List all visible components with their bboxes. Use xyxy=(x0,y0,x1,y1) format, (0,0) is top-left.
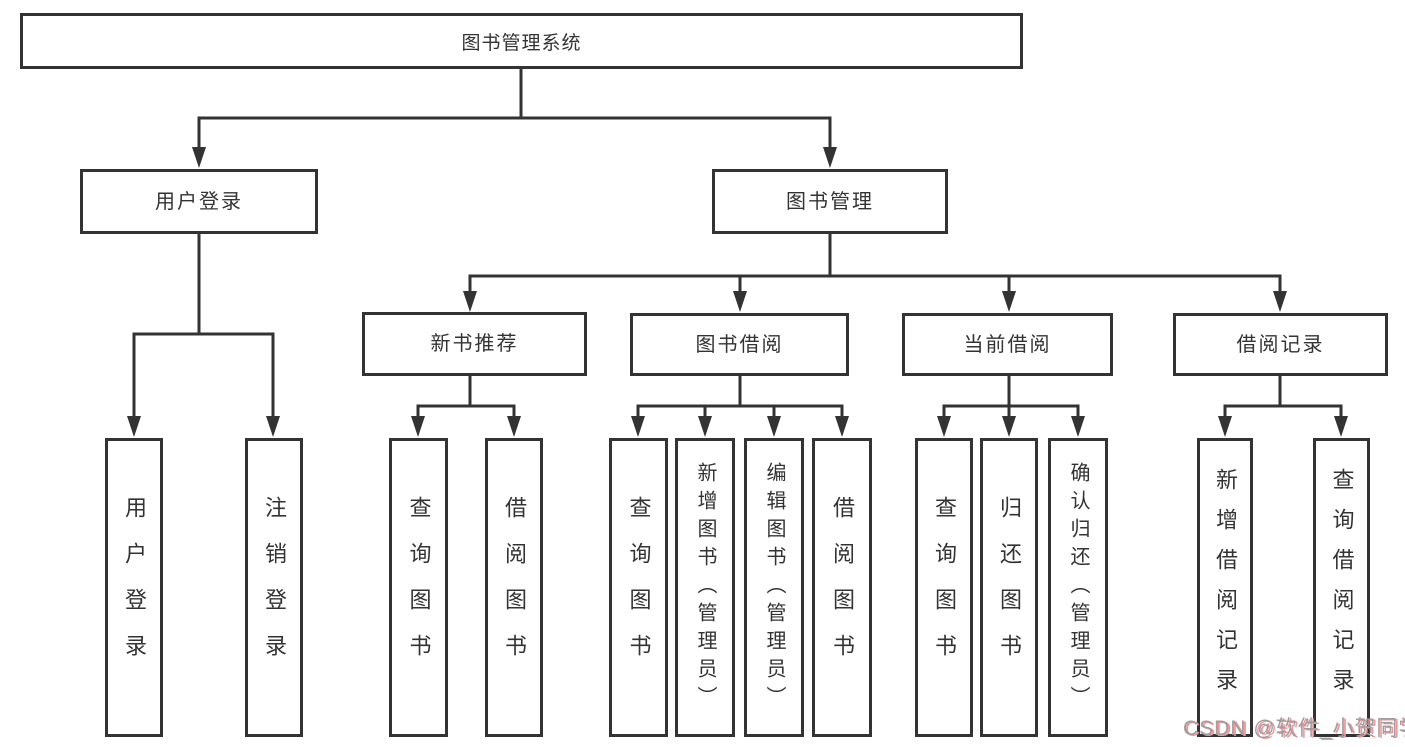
leaf-return-books: 归还图书 xyxy=(980,438,1038,737)
leaf-borrow-books-borrowing: 借阅图书 xyxy=(812,438,872,737)
leaf-logout: 注销登录 xyxy=(245,438,303,737)
node-user-login: 用户登录 xyxy=(80,169,318,234)
leaf-query-books-borrowing: 查询图书 xyxy=(609,438,668,737)
node-new-book-recommend: 新书推荐 xyxy=(362,312,587,376)
node-current-borrowing: 当前借阅 xyxy=(902,313,1113,376)
node-root-system: 图书管理系统 xyxy=(20,13,1023,69)
leaf-borrow-books-recommend: 借阅图书 xyxy=(485,438,543,737)
node-book-borrowing: 图书借阅 xyxy=(630,313,849,376)
leaf-query-books-current: 查询图书 xyxy=(915,438,973,737)
leaf-query-books-recommend: 查询图书 xyxy=(389,438,448,737)
leaf-add-books-admin: 新增图书（管理员） xyxy=(675,438,735,737)
csdn-watermark: CSDN @软件_小贺同学 xyxy=(1183,717,1405,740)
leaf-edit-books-admin: 编辑图书（管理员） xyxy=(744,438,804,737)
node-book-management: 图书管理 xyxy=(712,169,948,234)
leaf-query-borrow-record: 查询借阅记录 xyxy=(1313,438,1370,737)
node-borrowing-records: 借阅记录 xyxy=(1173,313,1388,376)
leaf-user-login: 用户登录 xyxy=(105,438,163,737)
leaf-confirm-return-admin: 确认归还（管理员） xyxy=(1048,438,1108,737)
leaf-add-borrow-record: 新增借阅记录 xyxy=(1197,438,1253,737)
